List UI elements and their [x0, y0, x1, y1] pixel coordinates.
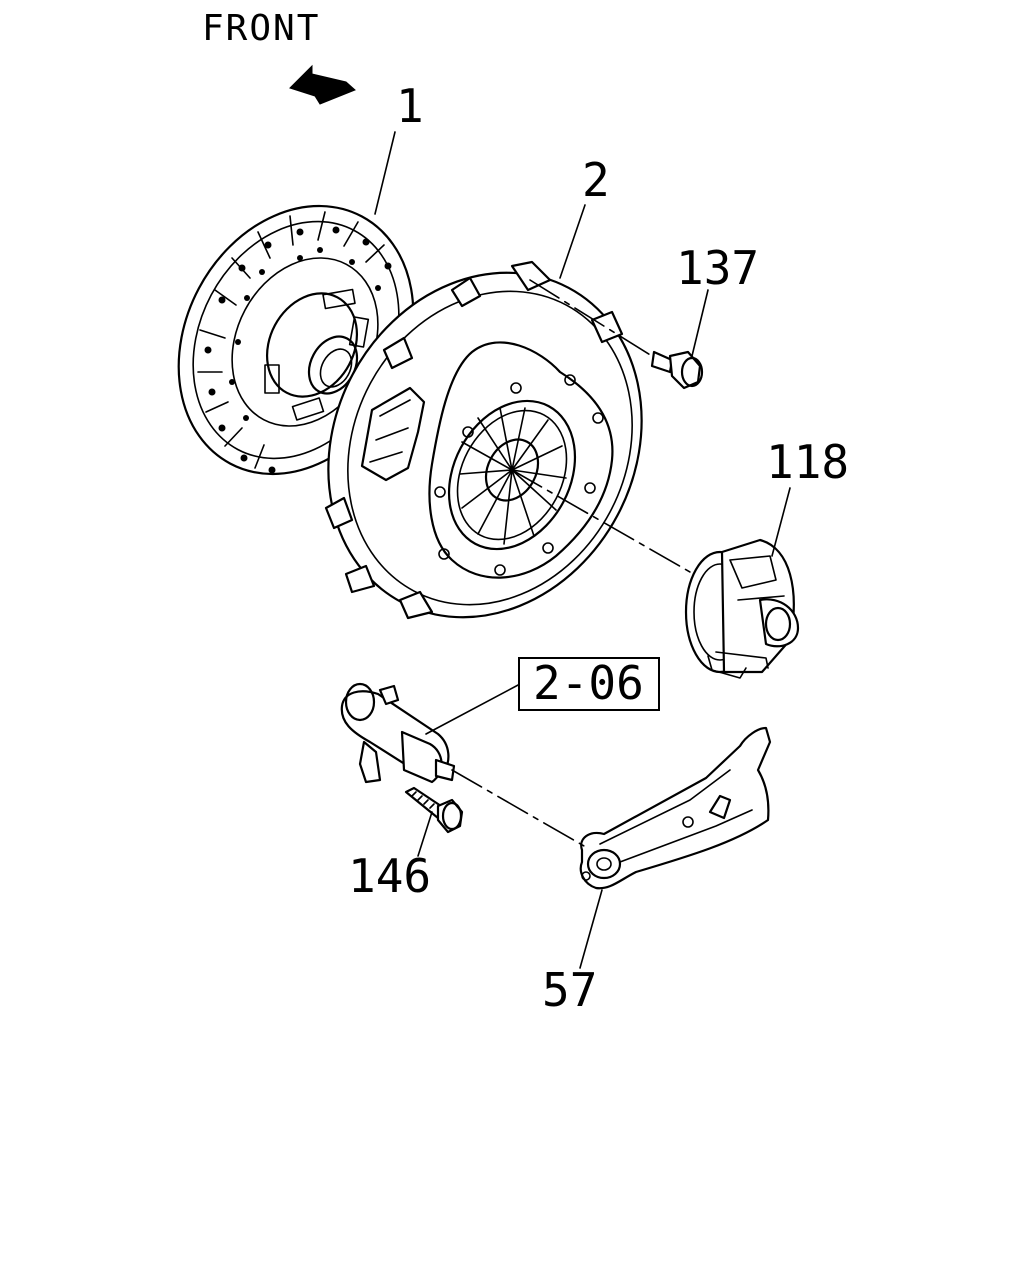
front-label: FRONT	[202, 8, 320, 49]
callout-118: 118	[766, 435, 849, 489]
callout-2: 2	[582, 153, 610, 207]
reference-box	[518, 657, 660, 711]
clutch-cover	[324, 260, 643, 620]
release-fork	[579, 726, 772, 890]
callout-1: 1	[396, 79, 424, 133]
cylinder-bolt	[404, 786, 464, 834]
axis-lines	[451, 279, 691, 847]
callout-137: 137	[676, 241, 759, 295]
cover-bolt	[650, 350, 704, 390]
slave-cylinder	[340, 682, 456, 784]
callout-146: 146	[348, 849, 431, 903]
release-bearing	[684, 538, 800, 679]
callout-2-06: 2-06	[533, 656, 644, 710]
callout-57: 57	[542, 963, 597, 1017]
front-arrow-icon	[289, 64, 356, 105]
leader-lines	[374, 131, 791, 969]
